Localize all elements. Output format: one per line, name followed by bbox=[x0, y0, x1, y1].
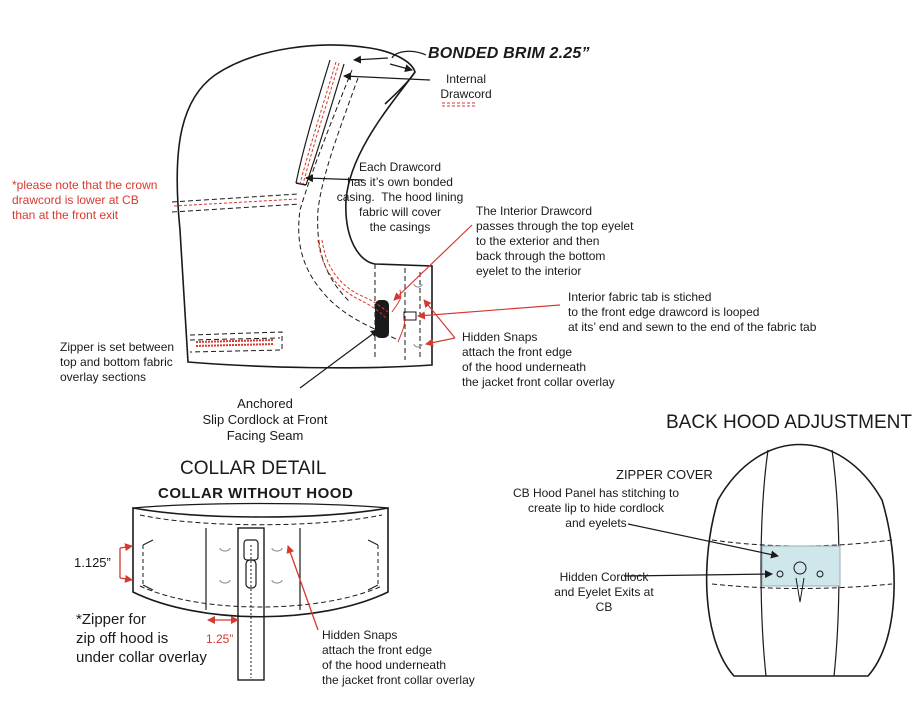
anchored-cordlock-note: Anchored Slip Cordlock at Front Facing S… bbox=[202, 396, 328, 443]
bonded-brim-label: BONDED BRIM 2.25” bbox=[428, 45, 590, 62]
hood-leader-lines-red bbox=[393, 224, 561, 347]
crown-note: *please note that the crown drawcord is … bbox=[12, 178, 158, 222]
each-drawcord-note: Each Drawcord has it’s own bonded casing… bbox=[336, 160, 464, 234]
hood-drawcords bbox=[173, 61, 405, 347]
hidden-snaps-bottom-note: Hidden Snaps attach the front edge of th… bbox=[322, 628, 475, 687]
cb-panel-note: CB Hood Panel has stitching to create li… bbox=[512, 486, 680, 530]
interior-tab-note: Interior fabric tab is stiched to the fr… bbox=[568, 290, 817, 334]
hidden-cordlock-note: Hidden Cordlock and Eyelet Exits at CB bbox=[554, 570, 654, 614]
interior-drawcord-note: The Interior Drawcord passes through the… bbox=[476, 204, 634, 278]
back-hood-leader-lines bbox=[623, 523, 779, 579]
zipper-note: *Zipper for zip off hood is under collar… bbox=[76, 611, 207, 666]
hidden-snaps-top-note: Hidden Snaps attach the front edge of th… bbox=[462, 330, 615, 389]
hood-side-view bbox=[171, 44, 433, 369]
dimension-125-label: 1.25” bbox=[206, 632, 234, 646]
internal-drawcord-label: Internal Drawcord bbox=[440, 72, 492, 101]
zipper-cover-label: ZIPPER COVER bbox=[616, 467, 713, 482]
collar-without-hood-title: COLLAR WITHOUT HOOD bbox=[158, 485, 354, 502]
drawcord-legend-swatch bbox=[442, 102, 476, 107]
back-hood-title: BACK HOOD ADJUSTMENT bbox=[666, 412, 912, 433]
dimension-1125-label: 1.125” bbox=[74, 555, 111, 570]
collar-dimension-lines bbox=[119, 543, 319, 631]
hood-leader-lines bbox=[299, 50, 431, 389]
collar-detail-title: COLLAR DETAIL bbox=[180, 458, 327, 479]
collar-view bbox=[132, 502, 389, 681]
zipper-set-note: Zipper is set between top and bottom fab… bbox=[60, 340, 175, 384]
back-hood-view bbox=[705, 443, 895, 677]
